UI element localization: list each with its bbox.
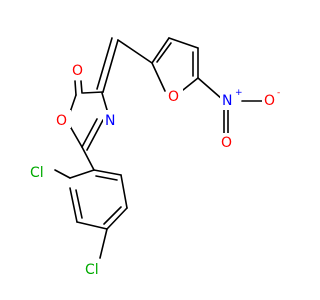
bond-ph3-ph2-double <box>75 189 83 219</box>
bond-c4-ch <box>102 39 119 93</box>
bond-ph1-ph6-double <box>95 175 118 181</box>
methylidene-bridge <box>96 37 153 93</box>
atom-o-nitro-right: O <box>264 93 275 109</box>
bond-ph1-ph2 <box>69 169 95 179</box>
bond-ph5-ph4 <box>106 207 128 230</box>
bond-f2-f3 <box>151 37 170 64</box>
atom-o-carbonyl: O <box>72 63 83 79</box>
atom-cl-ortho: Cl <box>30 165 44 181</box>
atom-n-nitro: N <box>222 93 232 109</box>
bond-f2-f3-double <box>156 42 172 63</box>
atom-labels: O O N O N + O - O Cl Cl <box>29 60 280 278</box>
bond-c5-c4 <box>82 91 104 94</box>
bond-c2-ph <box>81 146 95 171</box>
atom-o-nitro-lower: O <box>221 135 232 151</box>
bond-ph2-cl <box>54 169 71 179</box>
bond-f5-nitro <box>197 77 223 100</box>
atom-o-ring: O <box>56 113 67 129</box>
dichlorophenyl-ring <box>54 146 128 259</box>
furan-ring <box>151 37 263 134</box>
atom-n-nitro-charge: + <box>235 88 243 98</box>
bond-ph4-cl <box>99 228 108 259</box>
bond-n3-c2-double <box>86 119 104 151</box>
bond-o-f2 <box>151 62 166 92</box>
bond-ph6-ph5 <box>120 174 128 209</box>
bond-c5-o-double-a <box>74 80 77 96</box>
bond-c4-ch-double <box>96 37 113 90</box>
bond-f3-f4 <box>168 37 199 49</box>
atom-n-ring: N <box>105 113 115 129</box>
bond-ph4-ph3 <box>76 221 108 230</box>
bond-ph3-ph2 <box>69 187 78 223</box>
structure-canvas: O O N O N + O - O Cl Cl <box>29 37 280 278</box>
bond-ph1-ph6 <box>93 169 122 176</box>
atom-cl-para: Cl <box>85 262 99 278</box>
atom-o-nitro-charge: - <box>277 88 280 98</box>
bond-ph5-ph4-double <box>103 206 122 225</box>
bond-ch-furan <box>117 39 153 64</box>
bond-c5-o-double-b <box>80 80 83 94</box>
bond-f5-o <box>182 77 199 91</box>
atom-o-furan: O <box>168 89 179 105</box>
bond-n3-c2 <box>81 118 98 148</box>
molecule-structure: O O N O N + O - O Cl Cl <box>29 37 280 278</box>
